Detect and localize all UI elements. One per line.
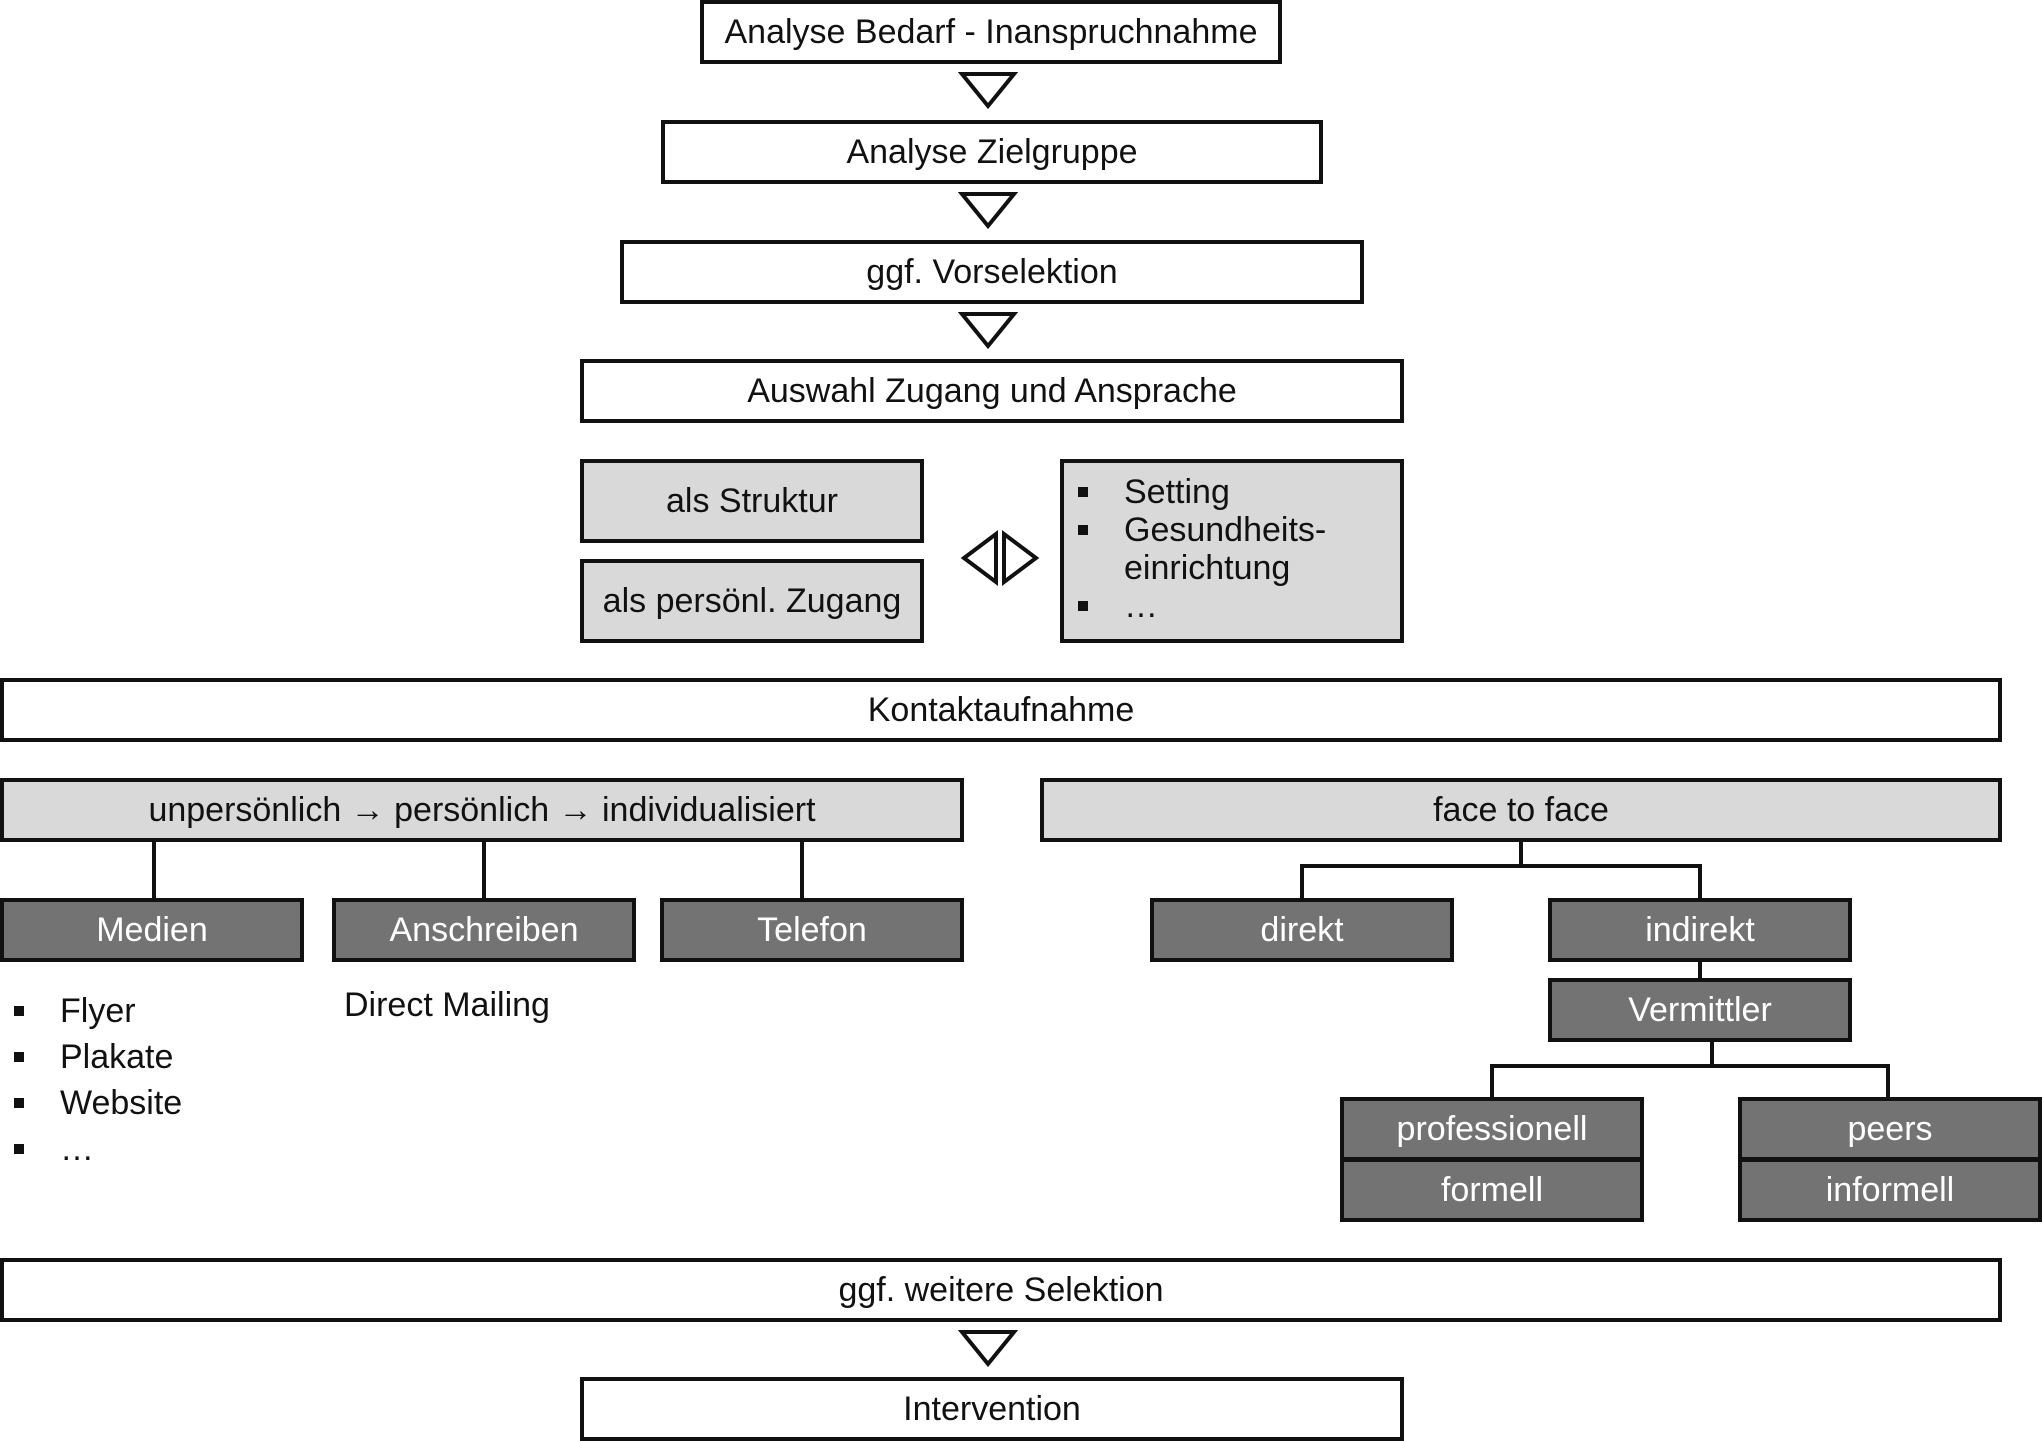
analysis-demand-label: Analyse Bedarf - Inanspruchnahme bbox=[724, 13, 1258, 51]
down-arrow-icon bbox=[958, 1328, 1018, 1368]
further-selection-label: ggf. weitere Selektion bbox=[838, 1271, 1164, 1309]
direct-mailing-text: Direct Mailing bbox=[344, 986, 550, 1024]
double-arrow-icon bbox=[960, 530, 1040, 586]
direct-label: direkt bbox=[1260, 911, 1344, 949]
informal-label: informell bbox=[1825, 1171, 1955, 1209]
connector-line bbox=[1698, 962, 1702, 980]
mediator-label: Vermittler bbox=[1628, 991, 1772, 1029]
connector-line bbox=[1300, 864, 1702, 868]
setting-item-label: Gesundheits- einrichtung bbox=[1124, 511, 1327, 587]
contact-label: Kontaktaufnahme bbox=[867, 691, 1135, 729]
phone-label: Telefon bbox=[757, 911, 867, 949]
formal-label: formell bbox=[1440, 1171, 1544, 1209]
face-to-face-box: face to face bbox=[1040, 778, 2002, 842]
peers-label: peers bbox=[1847, 1110, 1933, 1148]
intervention-box: Intervention bbox=[580, 1377, 1404, 1441]
target-group-box: Analyse Zielgruppe bbox=[661, 120, 1323, 184]
setting-list-box: Setting Gesundheits- einrichtung … bbox=[1060, 459, 1404, 643]
impersonal-to-individual-box: unpersönlich → persönlich → individualis… bbox=[0, 778, 964, 842]
analysis-demand-box: Analyse Bedarf - Inanspruchnahme bbox=[700, 0, 1282, 64]
letter-box: Anschreiben bbox=[332, 898, 636, 962]
connector-line bbox=[1490, 1064, 1494, 1098]
indirect-label: indirekt bbox=[1645, 911, 1755, 949]
setting-item: Setting bbox=[1064, 473, 1390, 511]
target-group-label: Analyse Zielgruppe bbox=[846, 133, 1138, 171]
setting-item: Gesundheits- einrichtung bbox=[1064, 511, 1390, 587]
access-selection-box: Auswahl Zugang und Ansprache bbox=[580, 359, 1404, 423]
contact-box: Kontaktaufnahme bbox=[0, 678, 2002, 742]
connector-line bbox=[1519, 842, 1523, 866]
informal-box: informell bbox=[1738, 1158, 2042, 1222]
media-item: Plakate bbox=[0, 1034, 182, 1080]
face-to-face-label: face to face bbox=[1433, 791, 1609, 829]
media-list: Flyer Plakate Website … bbox=[0, 988, 182, 1172]
setting-list: Setting Gesundheits- einrichtung … bbox=[1064, 473, 1390, 625]
as-structure-box: als Struktur bbox=[580, 459, 924, 543]
connector-line bbox=[1886, 1064, 1890, 1098]
direct-box: direkt bbox=[1150, 898, 1454, 962]
connector-line bbox=[482, 842, 486, 898]
connector-line bbox=[1698, 864, 1702, 898]
as-structure-label: als Struktur bbox=[666, 482, 838, 520]
connector-line bbox=[1490, 1064, 1890, 1068]
indirect-box: indirekt bbox=[1548, 898, 1852, 962]
connector-line bbox=[152, 842, 156, 898]
professional-label: professionell bbox=[1396, 1110, 1588, 1148]
letter-label: Anschreiben bbox=[389, 911, 579, 949]
connector-line bbox=[1300, 864, 1304, 898]
down-arrow-icon bbox=[958, 310, 1018, 350]
formal-box: formell bbox=[1340, 1158, 1644, 1222]
intervention-label: Intervention bbox=[903, 1390, 1081, 1428]
down-arrow-icon bbox=[958, 70, 1018, 110]
impersonal-to-individual-label: unpersönlich → persönlich → individualis… bbox=[148, 791, 816, 829]
setting-item: … bbox=[1064, 587, 1390, 625]
media-box: Medien bbox=[0, 898, 304, 962]
professional-box: professionell bbox=[1340, 1097, 1644, 1161]
personal-access-label: als persönl. Zugang bbox=[602, 582, 902, 620]
preselection-box: ggf. Vorselektion bbox=[620, 240, 1364, 304]
connector-line bbox=[1710, 1042, 1714, 1068]
media-label: Medien bbox=[96, 911, 208, 949]
phone-box: Telefon bbox=[660, 898, 964, 962]
connector-line bbox=[800, 842, 804, 898]
personal-access-box: als persönl. Zugang bbox=[580, 559, 924, 643]
media-item: Website bbox=[0, 1080, 182, 1126]
preselection-label: ggf. Vorselektion bbox=[866, 253, 1118, 291]
media-item: Flyer bbox=[0, 988, 182, 1034]
further-selection-box: ggf. weitere Selektion bbox=[0, 1258, 2002, 1322]
down-arrow-icon bbox=[958, 190, 1018, 230]
peers-box: peers bbox=[1738, 1097, 2042, 1161]
access-selection-label: Auswahl Zugang und Ansprache bbox=[747, 372, 1237, 410]
mediator-box: Vermittler bbox=[1548, 978, 1852, 1042]
media-item: … bbox=[0, 1126, 182, 1172]
